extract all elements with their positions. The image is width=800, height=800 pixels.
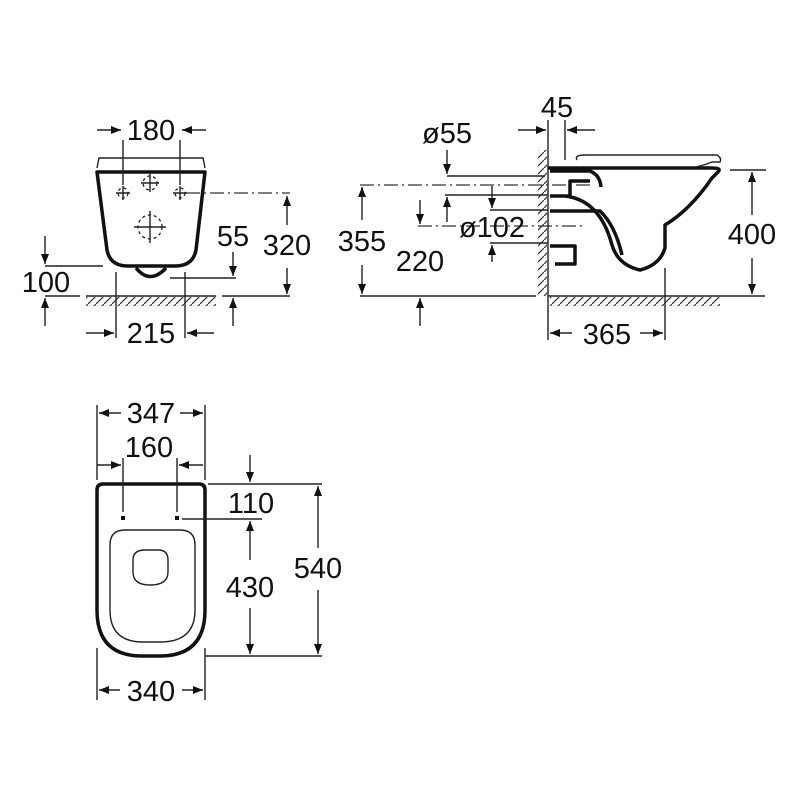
side-view: 45 ø55 ø102 220 355 400 365 xyxy=(338,92,776,351)
dim-180: 180 xyxy=(127,115,175,147)
dim-365: 365 xyxy=(583,319,631,351)
dim-100: 100 xyxy=(22,267,70,299)
dim-355: 355 xyxy=(338,226,386,258)
top-bowl-outline xyxy=(95,482,207,658)
side-floor-hatch xyxy=(550,297,720,306)
dim-160: 160 xyxy=(125,432,173,464)
seat-opening xyxy=(109,529,196,643)
front-bowl-outline xyxy=(95,170,207,268)
dim-340: 340 xyxy=(127,676,175,708)
front-view: 180 320 100 55 215 xyxy=(22,115,311,350)
fixing-holes xyxy=(116,174,187,243)
seat-inner xyxy=(132,549,169,586)
dim-110: 110 xyxy=(228,488,274,520)
front-outlet xyxy=(134,266,168,279)
wall-hatch xyxy=(538,150,547,296)
dim-400: 400 xyxy=(728,219,776,251)
dim-540: 540 xyxy=(294,553,342,585)
floor-hatch xyxy=(86,297,216,306)
dim-diameter-55: ø55 xyxy=(422,118,472,150)
dim-215: 215 xyxy=(127,318,175,350)
dim-diameter-102: ø102 xyxy=(459,212,525,244)
dim-45: 45 xyxy=(541,92,573,124)
top-view: 347 160 110 430 540 340 xyxy=(95,398,342,708)
dim-220: 220 xyxy=(396,246,444,278)
front-lid-outline xyxy=(96,157,206,169)
dim-430: 430 xyxy=(226,572,274,604)
dim-55: 55 xyxy=(217,221,249,253)
dim-347: 347 xyxy=(127,398,175,430)
dim-320: 320 xyxy=(263,230,311,262)
